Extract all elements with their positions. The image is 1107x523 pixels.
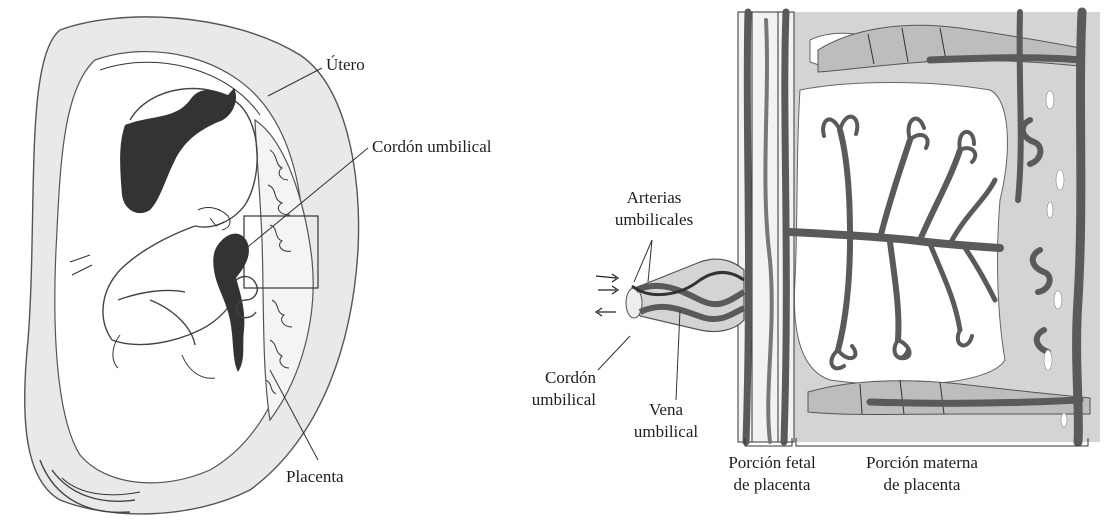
label-arterias-line2: umbilicales xyxy=(615,210,693,229)
label-cordon-line2: umbilical xyxy=(532,390,596,409)
placenta-detail-panel: Arterias umbilicales Cordón umbilical Ve… xyxy=(532,12,1100,494)
umbilical-cord xyxy=(626,259,744,331)
label-placenta: Placenta xyxy=(286,467,344,486)
label-porcion-fetal-line2: de placenta xyxy=(734,475,811,494)
label-cordon-line1: Cordón xyxy=(545,368,597,387)
label-porcion-fetal-line1: Porción fetal xyxy=(728,453,816,472)
label-vena-line1: Vena xyxy=(649,400,683,419)
label-arterias-line1: Arterias xyxy=(627,188,682,207)
uterus-panel: Útero Cordón umbilical Placenta xyxy=(25,17,492,514)
label-cordon-umbilical: Cordón umbilical xyxy=(372,137,492,156)
label-utero: Útero xyxy=(326,55,365,74)
label-porcion-materna-line1: Porción materna xyxy=(866,453,978,472)
label-vena-line2: umbilical xyxy=(634,422,698,441)
label-porcion-materna-line2: de placenta xyxy=(884,475,961,494)
